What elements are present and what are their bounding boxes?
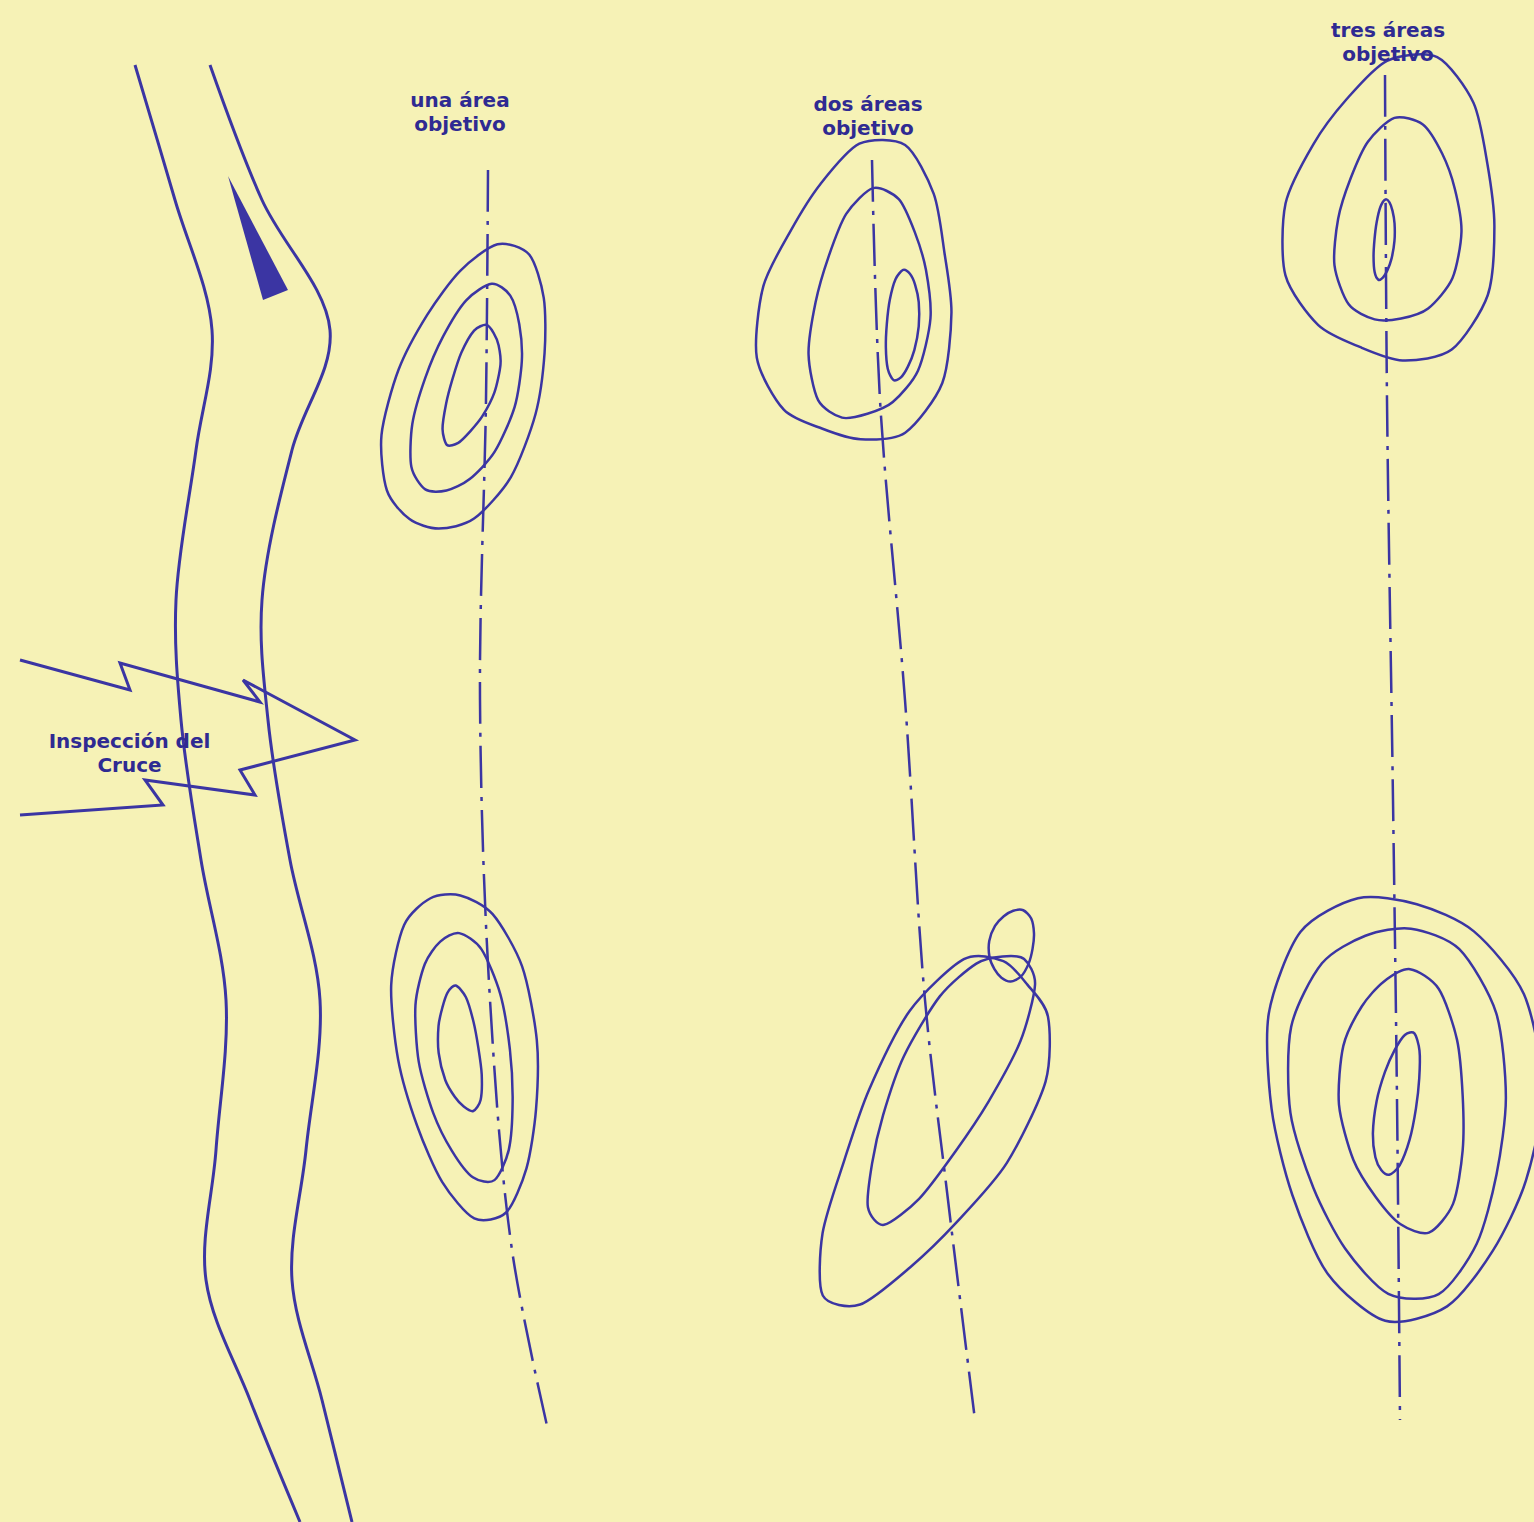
contour-line <box>391 894 538 1220</box>
contour-line <box>1282 54 1494 360</box>
contour-line <box>410 284 522 492</box>
contour-line <box>809 188 931 418</box>
contour-line <box>1374 199 1395 279</box>
axis-line <box>480 170 548 1430</box>
contour-line <box>381 244 545 529</box>
contour-line <box>886 270 919 381</box>
contour-line <box>1267 897 1534 1322</box>
contour-line <box>756 140 951 440</box>
river-bank <box>135 65 300 1522</box>
contour-line <box>415 933 512 1182</box>
flow-arrow <box>228 176 288 300</box>
axis-line <box>872 160 975 1420</box>
contour-line <box>868 956 1036 1225</box>
contour-line <box>443 325 501 446</box>
contour-line <box>1339 969 1464 1233</box>
arrow-label: Inspección del Cruce <box>37 729 222 777</box>
contour-line <box>1288 928 1506 1299</box>
contour-line <box>820 956 1050 1306</box>
area-heading: dos áreas objetivo <box>798 92 938 140</box>
contour-line <box>989 910 1034 982</box>
area-heading: tres áreas objetivo <box>1308 18 1468 66</box>
area-heading: una área objetivo <box>385 88 535 136</box>
contour-line <box>438 985 482 1111</box>
river-bank <box>210 65 352 1522</box>
contour-line <box>1373 1032 1420 1175</box>
zigzag-arrow: Inspección del Cruce <box>15 655 360 830</box>
contour-line <box>1334 117 1461 320</box>
